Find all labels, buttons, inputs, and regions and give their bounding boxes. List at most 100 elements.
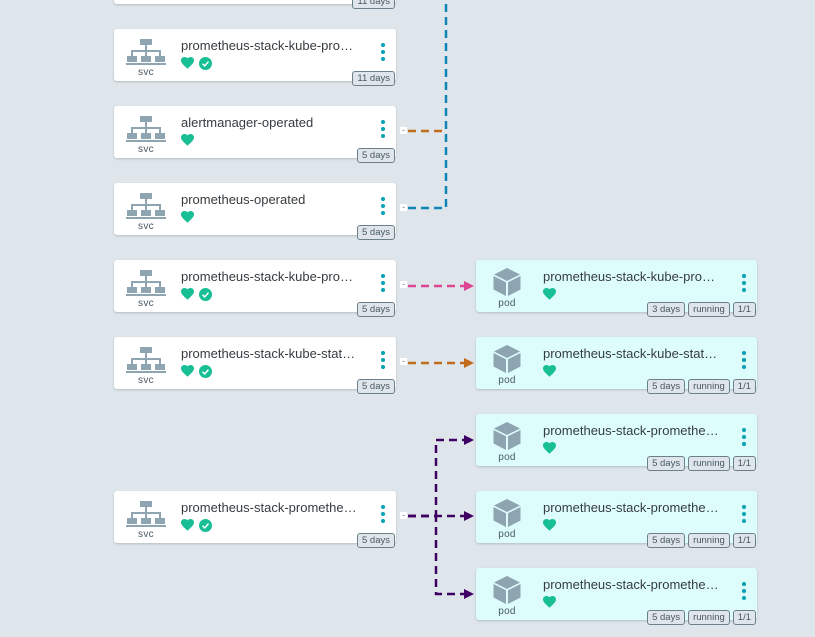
kind-label: pod — [498, 452, 516, 463]
heart-icon — [181, 288, 194, 300]
svc-node[interactable]: svc prometheus-stack-kube-prom... - 5 da… — [114, 260, 408, 317]
heart-icon — [543, 365, 556, 377]
node-title[interactable]: prometheus-stack-kube-prom... — [543, 269, 723, 284]
age-tag: 5 days — [647, 610, 686, 625]
node-tags: 5 days — [357, 379, 395, 394]
node-title[interactable]: prometheus-stack-kube-prom... — [181, 38, 361, 53]
node-menu-button[interactable] — [377, 274, 389, 296]
ready-tag: 1/1 — [732, 379, 756, 394]
heart-icon — [543, 442, 556, 454]
kind-label: pod — [498, 298, 516, 309]
kind-label: pod — [498, 606, 516, 617]
node-title[interactable]: prometheus-stack-prometheu... — [543, 577, 723, 592]
node-menu-button[interactable] — [738, 505, 750, 527]
node-menu-button[interactable] — [377, 197, 389, 219]
node-tags: 5 days running 1/1 — [647, 379, 756, 394]
age-tag: 5 days — [357, 379, 395, 394]
svc-node[interactable]: 11 days svc — [114, 0, 396, 9]
node-tags: 5 days running 1/1 — [647, 456, 756, 471]
kind-label: pod — [498, 375, 516, 386]
heart-icon — [181, 365, 194, 377]
pod-node[interactable]: pod prometheus-stack-prometheu... 5 days… — [476, 491, 757, 548]
node-tags: 5 days running 1/1 — [647, 610, 756, 625]
svc-node[interactable]: svc alertmanager-operated - 5 days — [114, 106, 408, 163]
ready-tag: 1/1 — [732, 610, 756, 625]
service-network-icon — [126, 39, 166, 65]
kind-label: svc — [138, 298, 154, 309]
node-menu-button[interactable] — [738, 351, 750, 373]
expand-collapse-toggle[interactable]: - — [399, 280, 408, 289]
heart-icon — [543, 288, 556, 300]
node-title[interactable]: prometheus-stack-prometheu... — [181, 500, 361, 515]
node-tags: 11 days — [352, 71, 395, 86]
check-circle-icon — [199, 288, 213, 301]
age-tag: 11 days — [352, 71, 395, 86]
health-status — [543, 288, 557, 304]
pod-node[interactable]: pod prometheus-stack-prometheu... 5 days… — [476, 568, 757, 625]
health-status — [543, 442, 557, 458]
expand-collapse-toggle[interactable]: - — [399, 126, 408, 135]
node-title[interactable]: alertmanager-operated — [181, 115, 314, 130]
edge-prometheus-operated — [408, 0, 448, 210]
expand-collapse-toggle[interactable]: - — [399, 511, 408, 520]
service-network-icon — [126, 270, 166, 296]
kind-label: svc — [138, 221, 154, 232]
node-title[interactable]: prometheus-stack-prometheu... — [543, 423, 723, 438]
node-title[interactable]: prometheus-stack-kube-prom... — [181, 269, 361, 284]
node-title[interactable]: prometheus-operated — [181, 192, 306, 207]
kind-label: svc — [138, 144, 154, 155]
age-tag: 3 days — [647, 302, 686, 317]
age-tag: 5 days — [647, 456, 686, 471]
node-menu-button[interactable] — [377, 43, 389, 65]
node-title[interactable]: prometheus-stack-kube-state-... — [181, 346, 361, 361]
pod-node[interactable]: pod prometheus-stack-kube-prom... 3 days… — [476, 260, 757, 317]
health-status — [181, 288, 213, 304]
check-circle-icon — [199, 57, 213, 70]
heart-icon — [181, 57, 194, 69]
svc-node[interactable]: svc prometheus-operated - 5 days — [114, 183, 408, 240]
service-network-icon — [126, 501, 166, 527]
node-menu-button[interactable] — [377, 505, 389, 527]
health-status — [181, 519, 213, 535]
node-menu-button[interactable] — [738, 274, 750, 296]
node-menu-button[interactable] — [377, 351, 389, 373]
svc-node[interactable]: svc prometheus-stack-kube-prom... 11 day… — [114, 29, 396, 86]
kind-label: svc — [138, 529, 154, 540]
status-tag: running — [688, 610, 730, 625]
node-tags: 11 days — [352, 0, 395, 9]
check-circle-icon — [199, 519, 213, 532]
service-network-icon — [126, 193, 166, 219]
pod-node[interactable]: pod prometheus-stack-kube-state-... 5 da… — [476, 337, 757, 394]
pod-cube-icon — [493, 268, 521, 296]
service-network-icon — [126, 347, 166, 373]
health-status — [543, 596, 557, 612]
node-menu-button[interactable] — [738, 428, 750, 450]
node-title[interactable]: prometheus-stack-prometheu... — [543, 500, 723, 515]
health-status — [181, 365, 213, 381]
node-menu-button[interactable] — [738, 582, 750, 604]
expand-collapse-toggle[interactable]: - — [399, 357, 408, 366]
kind-label: svc — [114, 0, 178, 1]
svc-node[interactable]: svc prometheus-stack-prometheu... - 5 da… — [114, 491, 408, 548]
service-network-icon — [126, 116, 166, 142]
pod-node[interactable]: pod prometheus-stack-prometheu... 5 days… — [476, 414, 757, 471]
svc-node[interactable]: svc prometheus-stack-kube-state-... - 5 … — [114, 337, 408, 394]
status-tag: running — [688, 302, 730, 317]
heart-icon — [181, 134, 194, 146]
pod-cube-icon — [493, 345, 521, 373]
expand-collapse-toggle[interactable]: - — [399, 203, 408, 212]
heart-icon — [181, 211, 194, 223]
node-menu-button[interactable] — [377, 120, 389, 142]
ready-tag: 1/1 — [732, 533, 756, 548]
node-title[interactable]: prometheus-stack-kube-state-... — [543, 346, 723, 361]
health-status — [181, 134, 195, 150]
age-tag: 5 days — [357, 225, 395, 240]
node-tags: 5 days — [357, 533, 395, 548]
node-tags: 5 days — [357, 225, 395, 240]
health-status — [181, 211, 195, 227]
ready-tag: 1/1 — [732, 456, 756, 471]
kind-label: pod — [498, 529, 516, 540]
status-tag: running — [688, 379, 730, 394]
status-tag: running — [688, 456, 730, 471]
